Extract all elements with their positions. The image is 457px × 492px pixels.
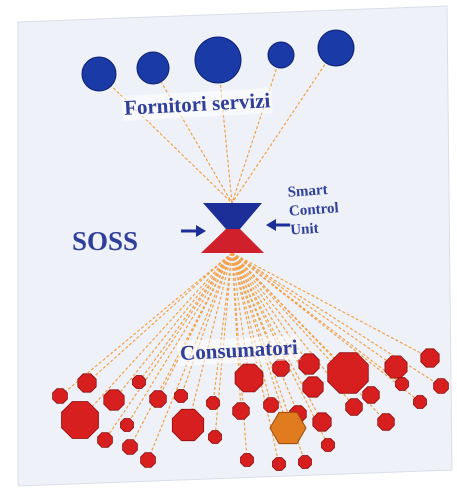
consumer-node-8 [149,390,167,408]
consumer-node-7 [132,375,146,389]
smart-unit-line-3: Unit [289,220,320,239]
consumer-node-18 [263,397,279,413]
consumer-link-34 [231,252,248,461]
consumer-link-8 [129,252,233,448]
consumer-node-28 [413,395,427,409]
consumer-link-26 [231,252,387,423]
consumer-link-21 [231,252,431,359]
consumer-node-32 [272,457,286,471]
consumer-node-20 [327,352,369,394]
smart-unit-label: Smart Control Unit [287,180,341,240]
consumer-link-2 [113,252,233,401]
hourglass-icon-bottom [201,229,264,253]
consumer-node-2 [77,373,97,393]
consumer-link-10 [187,252,233,426]
consumer-link-20 [231,252,397,368]
consumer-node-9 [122,439,138,455]
provider-link-2 [217,59,233,204]
consumer-node-23 [362,386,380,404]
provider-node-2 [136,51,170,85]
consumer-link-18 [231,252,299,415]
consumer-node-14 [272,359,290,377]
consumer-link-29 [212,252,233,404]
consumer-link-6 [138,252,233,383]
arrow-icon-left [181,225,206,237]
consumer-link-30 [180,252,233,397]
network-nodes [52,29,449,471]
consumer-node-30 [206,396,220,410]
consumer-node-11 [171,408,205,442]
consumer-node-22 [420,348,440,368]
consumer-node-12 [208,430,222,444]
provider-link-3 [231,54,282,204]
consumer-link-1 [86,252,233,384]
provider-node-1 [81,56,117,92]
special-consumer-node [269,411,307,445]
consumer-node-10 [140,452,156,468]
consumer-node-29 [433,378,449,394]
consumer-node-27 [377,413,395,431]
soss-label: SOSS [72,226,139,256]
provider-node-4 [267,41,295,69]
consumer-node-15 [298,353,320,375]
consumer-node-24 [345,398,363,416]
arrow-icon-right [266,219,290,231]
consumer-node-5 [97,432,113,448]
consumer-node-33 [298,455,312,469]
consumer-node-35 [240,453,254,467]
consumer-link-17 [231,252,272,406]
provider-node-5 [317,29,355,67]
consumer-link-4 [104,252,233,441]
consumer-node-21 [384,355,408,379]
soss-unit [201,203,264,253]
consumer-node-17 [302,376,324,398]
consumer-link-3 [79,252,233,421]
provider-link-1 [152,67,233,204]
consumer-node-25 [395,377,409,391]
consumer-node-13 [234,363,264,393]
smart-unit-line-2: Control [288,200,340,220]
consumer-node-16 [232,402,250,420]
consumer-node-34 [321,438,335,452]
consumer-node-6 [120,418,134,432]
provider-node-3 [194,36,242,84]
hourglass-icon-top [203,203,262,229]
consumer-link-5 [126,252,233,426]
consumer-node-26 [312,412,332,432]
consumer-link-0 [59,252,233,397]
provider-link-0 [98,73,233,204]
consumer-node-3 [103,389,125,411]
provider-link-4 [231,47,337,204]
consumer-node-1 [52,388,68,404]
consumer-node-4 [61,401,99,439]
consumer-node-31 [174,389,188,403]
consumer-link-23 [231,252,355,408]
